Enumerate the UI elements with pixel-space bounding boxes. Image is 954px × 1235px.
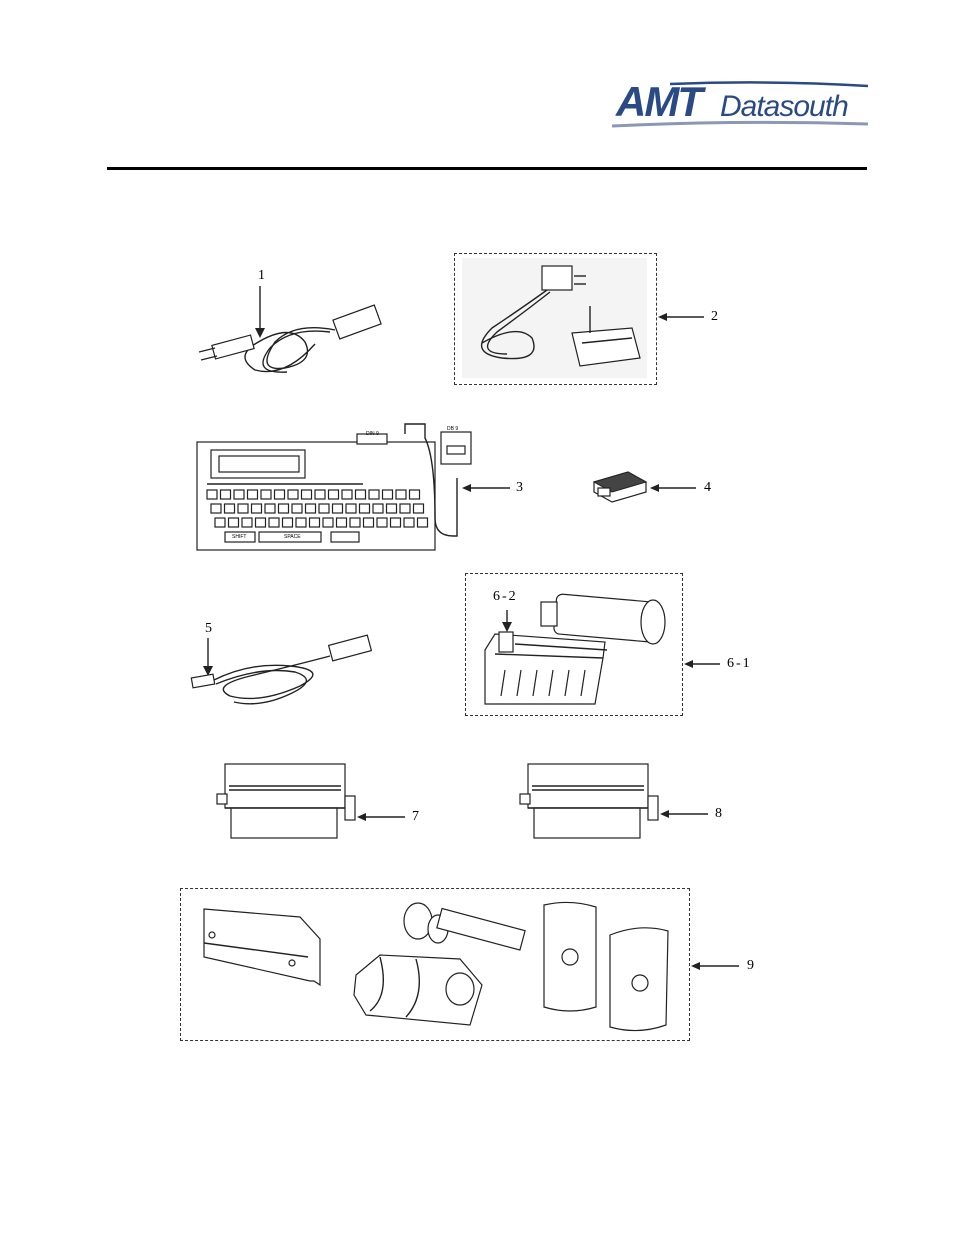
callout-2: 2 (711, 309, 718, 324)
keyboard-key (241, 517, 253, 528)
callout-6-2: 6-2 (493, 589, 518, 604)
keyboard-key (318, 503, 330, 514)
keyboard-key (250, 503, 263, 514)
keyboard-key (341, 489, 353, 500)
keyboard-key (381, 489, 394, 500)
power-cord-icon (198, 286, 382, 373)
keyboard-key (300, 489, 313, 500)
item-6-frame (465, 573, 683, 716)
keyboard-key (295, 517, 307, 528)
keyboard-key (264, 503, 276, 514)
keyboard-key (268, 517, 280, 528)
keyboard-key (368, 489, 380, 500)
power-adapter-icon (462, 258, 647, 378)
keyboard-key (314, 489, 326, 500)
header-rule (107, 167, 867, 170)
media-roll-holder-icon (484, 593, 666, 705)
keyboard-key (395, 489, 407, 500)
keyboard-key (385, 503, 398, 514)
keyboard-port-label: DIN 9 (366, 431, 379, 437)
cutter-module-icon (216, 763, 356, 839)
serial-adapter-icon (592, 471, 648, 503)
keyboard-key (254, 517, 267, 528)
keyboard-key (408, 489, 421, 500)
item-9-frame (180, 888, 690, 1041)
item-2-frame (454, 253, 657, 385)
accessory-kit-icon (203, 901, 669, 1032)
keyboard-key (304, 503, 317, 514)
arrow-left-icon (658, 313, 704, 321)
keyboard-key (214, 517, 226, 528)
callout-9: 9 (747, 958, 754, 973)
keyboard-key (331, 503, 344, 514)
keyboard-key (227, 517, 240, 528)
keyboard-key (389, 517, 402, 528)
key-shift-label: SHIFT (232, 534, 247, 540)
keyboard-key (376, 517, 388, 528)
key-space-label: SPACE (284, 534, 301, 540)
keyboard-key (246, 489, 259, 500)
arrow-left-icon (357, 813, 405, 821)
callout-5: 5 (205, 621, 212, 636)
keyboard-key (210, 503, 222, 514)
keyboard-key (358, 503, 371, 514)
peeler-module-icon (519, 763, 659, 839)
usb-cable-icon (190, 634, 373, 705)
keyboard-key (403, 517, 415, 528)
keyboard-key (399, 503, 411, 514)
keyboard-key (416, 517, 429, 528)
arrow-left-icon (650, 484, 696, 492)
callout-1: 1 (258, 268, 265, 283)
keyboard-key (362, 517, 375, 528)
keyboard-key (372, 503, 384, 514)
keyboard-key (354, 489, 367, 500)
arrow-left-icon (691, 962, 739, 970)
keyboard-connector-label: DB 9 (447, 426, 459, 432)
arrow-left-icon (660, 810, 708, 818)
keyboard-key (322, 517, 334, 528)
keyboard-key (206, 489, 218, 500)
callout-7: 7 (412, 809, 419, 824)
keyboard-key (237, 503, 249, 514)
keyboard-key (308, 517, 321, 528)
keyboard-module-icon (196, 423, 472, 551)
keyboard-key (345, 503, 357, 514)
keyboard-key (291, 503, 303, 514)
brand-logo: AMT Datasouth (610, 78, 872, 132)
keyboard-key (327, 489, 340, 500)
keyboard-key (260, 489, 272, 500)
keyboard-key (223, 503, 236, 514)
callout-4: 4 (704, 480, 711, 495)
keyboard-key (349, 517, 361, 528)
brand-logo-swoosh-icon (611, 81, 869, 128)
keyboard-key (273, 489, 286, 500)
keyboard-key (412, 503, 425, 514)
keyboard-key (277, 503, 290, 514)
keyboard-key (287, 489, 299, 500)
arrow-left-icon (462, 484, 510, 492)
keyboard-key (233, 489, 245, 500)
callout-3: 3 (516, 480, 523, 495)
callout-8: 8 (715, 806, 722, 821)
keyboard-key (335, 517, 348, 528)
arrow-left-icon (684, 660, 720, 668)
logo-brand-rest: Datasouth (720, 90, 849, 123)
keyboard-key (281, 517, 294, 528)
logo-brand-bold: AMT (616, 78, 703, 125)
callout-6-1: 6-1 (727, 656, 752, 671)
keyboard-key (219, 489, 232, 500)
